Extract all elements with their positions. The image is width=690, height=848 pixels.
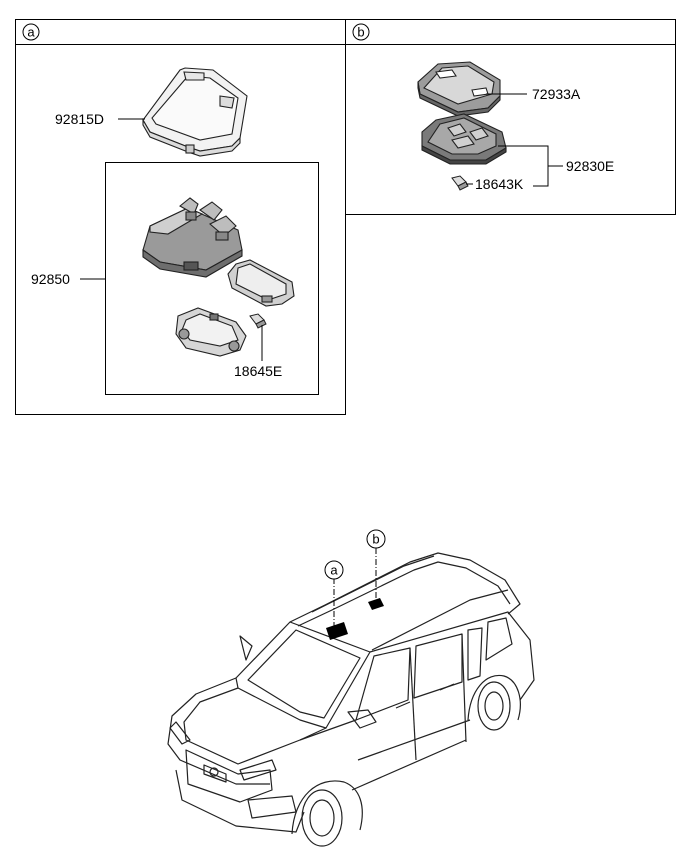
bulb-drawing-b — [451, 175, 469, 191]
panel-b: b 72933A 92830E 18643K — [345, 19, 676, 215]
cover-drawing — [417, 61, 501, 117]
part-label-72933A: 72933A — [532, 86, 581, 102]
vehicle-callout-b: b — [372, 532, 379, 547]
panel-a: a 92815D 92850 — [15, 19, 346, 415]
part-label-92815D: 92815D — [55, 111, 104, 127]
svg-text:a: a — [27, 25, 35, 40]
lamp-assembly-box — [105, 162, 319, 395]
part-label-92850: 92850 — [31, 271, 70, 287]
part-label-18645E: 18645E — [234, 363, 282, 379]
svg-text:b: b — [357, 25, 364, 40]
vehicle-drawing — [167, 552, 535, 847]
part-label-18643K: 18643K — [475, 176, 524, 192]
bulb-housing-drawing — [175, 307, 247, 357]
vehicle-callout-a: a — [330, 563, 338, 578]
part-label-92830E: 92830E — [566, 158, 614, 174]
vehicle-location-b: b — [366, 529, 386, 610]
lamp-assembly-drawing-b — [421, 113, 507, 165]
lens-cover-drawing — [142, 67, 248, 157]
panel-a-marker: a — [22, 23, 40, 41]
bulb-drawing-a — [249, 313, 267, 329]
small-lens-drawing — [227, 259, 295, 307]
panel-b-marker: b — [352, 23, 370, 41]
lamp-housing-drawing — [142, 197, 243, 278]
vehicle-location-a: a — [324, 560, 348, 640]
